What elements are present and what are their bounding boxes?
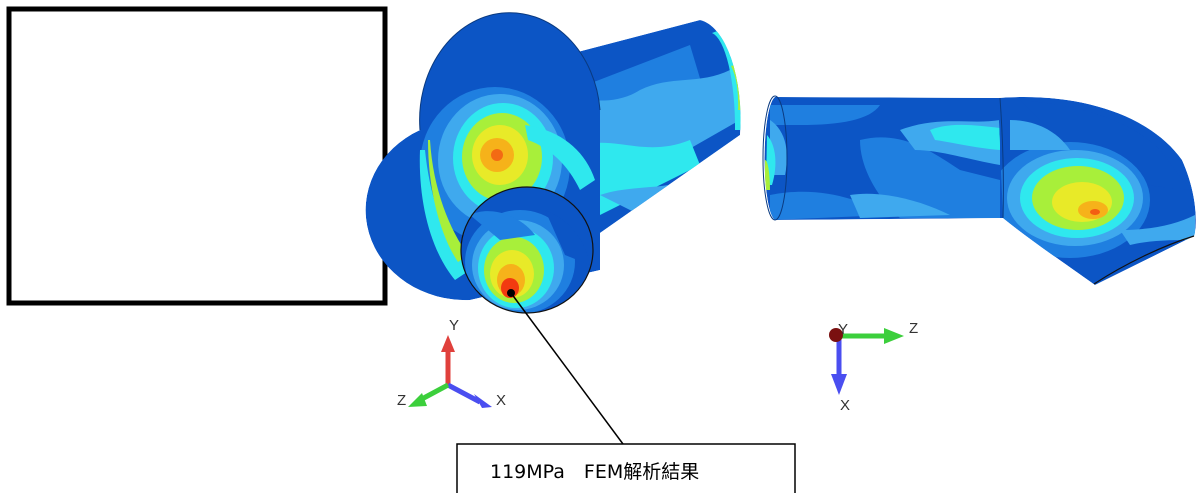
stress-callout: 119MPa FEM解析結果 [456,289,796,493]
triad-left-y-arrowhead [441,335,455,352]
callout-text: 119MPa FEM解析結果 [490,461,699,483]
callout-leader-line [510,292,624,445]
callout-anchor-dot [507,289,515,297]
right-pipe-model [762,95,1196,285]
axis-triad-right: Z X Y [829,320,918,414]
triad-right-x-label: X [840,397,850,414]
callout-box [456,443,796,493]
triad-right-y-label: Y [838,321,848,338]
right-pipe-elbow-section [998,97,1196,285]
triad-right-z-label: Z [909,320,918,337]
triad-left-z-arrowhead [408,393,427,407]
axis-triad-left: Y X Z [397,317,506,409]
triad-left-x-label: X [496,392,506,409]
triad-left-y-label: Y [449,317,459,334]
triad-right-x-arrowhead [831,374,847,395]
blank-frame [6,6,388,306]
triad-left-z-label: Z [397,392,406,409]
left-pipe-mouth-rim [460,186,594,314]
triad-right-z-arrowhead [884,328,904,344]
triad-left-z-axis [418,382,450,403]
left-pipe-model [365,12,741,314]
triad-left-x-axis [446,382,482,405]
left-pipe-mouth [461,187,593,313]
right-pipe-mouth-rim [1093,235,1195,285]
right-pipe-straight-section [764,97,1005,220]
triad-right-y-axis-dot [829,328,843,342]
triad-left-x-arrowhead [474,394,492,408]
